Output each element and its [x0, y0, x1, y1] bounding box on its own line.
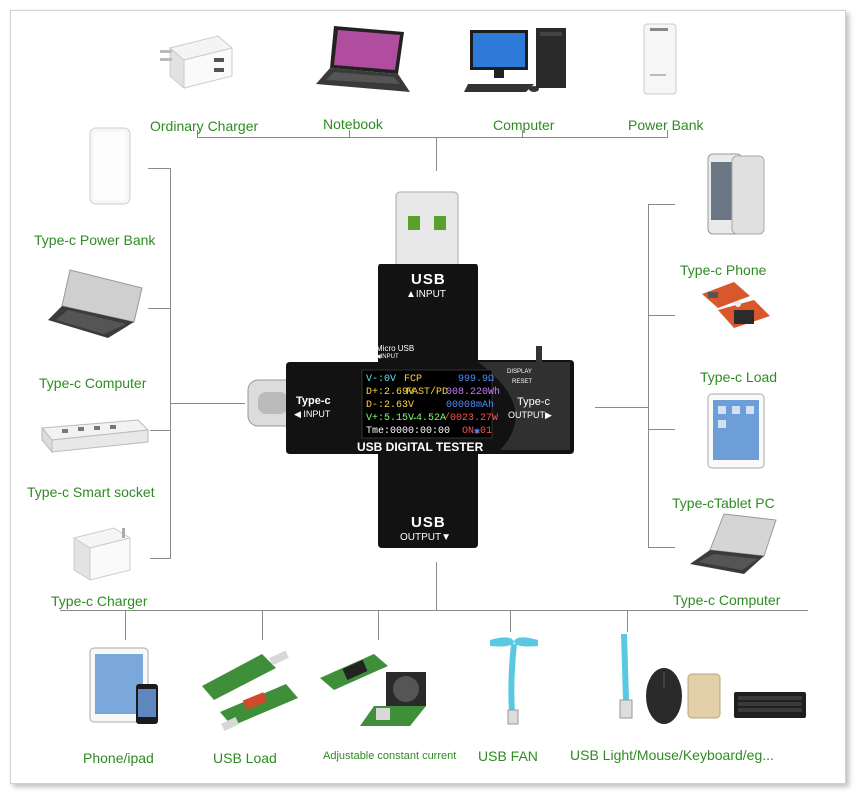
label-notebook: Notebook	[323, 116, 383, 132]
bottom-tick	[125, 610, 126, 640]
label-typec-computer-right: Type-c Computer	[673, 592, 781, 608]
screen-capacity: 00008mAh	[446, 400, 495, 411]
usb-top-input-label: ▲INPUT	[406, 289, 446, 300]
micro-usb-input-label: ◀INPUT	[376, 354, 399, 360]
screen-dminus: D-:2.63V	[366, 400, 415, 411]
typec-load-image	[702, 282, 770, 328]
usb-light-mouse-keyboard-image	[619, 633, 806, 724]
left-stem	[170, 403, 245, 404]
display-label: DISPLAY	[507, 369, 532, 375]
screen-voltage: V+:5.15V	[366, 413, 415, 424]
left-tick	[148, 308, 171, 309]
label-usb-fan: USB FAN	[478, 748, 538, 764]
label-usb-light-mouse-keyboard: USB Light/Mouse/Keyboard/eg...	[570, 747, 774, 763]
right-tick	[648, 429, 675, 430]
bottom-stem	[436, 562, 437, 610]
label-typec-tablet: Type-cTablet PC	[672, 495, 775, 511]
typec-power-bank-image	[89, 127, 131, 205]
screen-group: ON.01	[462, 426, 493, 437]
label-typec-computer: Type-c Computer	[39, 375, 147, 391]
reset-label: RESET	[512, 379, 533, 385]
screen-time: Tme:0000:00:00	[366, 426, 451, 437]
usb-fan-image	[490, 637, 538, 725]
bottom-tick	[378, 610, 379, 640]
computer-image	[464, 28, 566, 92]
usb-load-image	[202, 650, 298, 732]
typec-left-label: Type-c	[296, 395, 331, 407]
label-phone-ipad: Phone/ipad	[83, 750, 154, 766]
top-bus-line	[197, 137, 667, 138]
label-typec-charger: Type-c Charger	[51, 593, 148, 609]
right-tick	[648, 204, 675, 205]
typec-computer-image	[48, 269, 143, 338]
usb-bottom-output-label: OUTPUT▼	[400, 532, 452, 543]
top-tick	[667, 130, 668, 138]
left-bus-line	[170, 168, 171, 558]
typec-right-label: Type-c	[517, 396, 551, 408]
right-bus-line	[648, 204, 649, 548]
top-stem	[436, 137, 437, 171]
top-tick	[197, 130, 198, 138]
screen-power: /0023.27W	[444, 413, 499, 424]
typec-smart-socket-image	[41, 419, 150, 454]
left-tick	[150, 558, 171, 559]
right-tick	[648, 315, 675, 316]
typec-tablet-image	[707, 393, 765, 469]
screen-vminus: V-:0V	[366, 374, 397, 385]
power-bank-image	[643, 23, 677, 95]
ordinary-charger-image	[160, 35, 234, 90]
screen-mode: FAST/PD	[406, 387, 449, 398]
right-stem	[595, 407, 649, 408]
label-ordinary-charger: Ordinary Charger	[150, 118, 259, 134]
left-tick	[150, 430, 171, 431]
label-typec-phone: Type-c Phone	[680, 262, 767, 278]
top-tick	[349, 130, 350, 138]
typec-left-input-label: ◀ INPUT	[294, 409, 331, 419]
label-computer: Computer	[493, 117, 555, 133]
typec-charger-image	[72, 527, 132, 581]
micro-usb-label: Micro USB	[376, 344, 415, 353]
usb-top-label: USB	[411, 271, 446, 288]
right-tick	[648, 547, 675, 548]
usb-bottom-label: USB	[411, 514, 446, 531]
typec-phone-image	[707, 153, 765, 235]
bottom-bus-line	[60, 610, 808, 611]
label-usb-load: USB Load	[213, 750, 277, 766]
label-power-bank: Power Bank	[628, 117, 704, 133]
tester-name: USB DIGITAL TESTER	[357, 440, 484, 454]
screen-dplus: D+:2.69V	[366, 387, 415, 398]
screen-energy: 008.220Wh	[446, 387, 501, 398]
left-tick	[148, 168, 171, 169]
label-typec-smart-socket: Type-c Smart socket	[27, 484, 155, 500]
bluetooth-icon: ✱	[474, 427, 481, 438]
bottom-tick	[627, 610, 628, 632]
typec-computer-right-image	[690, 513, 777, 574]
typec-right-output-label: OUTPUT▶	[508, 410, 552, 420]
screen-protocol: FCP	[404, 374, 423, 385]
label-typec-power-bank: Type-c Power Bank	[34, 232, 156, 248]
label-adjustable-constant-current: Adjustable constant current	[323, 750, 457, 762]
screen-current: →4.52A	[410, 413, 447, 424]
bottom-tick	[510, 610, 511, 632]
screen-resistance: 999.9Ω	[458, 374, 495, 385]
top-tick	[522, 130, 523, 138]
notebook-image	[316, 26, 410, 92]
adjustable-constant-current-image	[320, 654, 426, 726]
usb-tester-body	[247, 191, 574, 548]
label-typec-load: Type-c Load	[700, 369, 778, 385]
phone-ipad-image	[89, 647, 158, 724]
bottom-tick	[262, 610, 263, 640]
